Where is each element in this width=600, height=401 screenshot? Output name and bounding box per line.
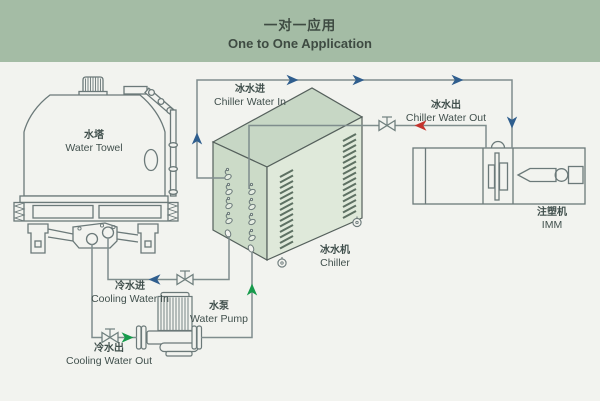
chiller-side-face — [266, 116, 363, 261]
schematic-canvas — [13, 74, 586, 357]
cooling-water-in-valve-icon — [176, 270, 194, 286]
piping — [91, 79, 513, 339]
chiller-water-out-valve-icon — [378, 116, 396, 132]
chiller-wheel-icon — [277, 256, 287, 268]
imm-injection-unit — [516, 165, 584, 185]
tower-body — [23, 94, 166, 197]
chiller-drawing — [211, 87, 364, 268]
water-pump-drawing — [135, 291, 203, 357]
imm-clamp-unit — [487, 152, 509, 201]
tower-riser-pipe — [123, 85, 179, 197]
water-tower-drawing — [13, 76, 179, 254]
chiller-vent-louvers — [279, 133, 357, 250]
chiller-water-in-pipe — [196, 79, 513, 179]
imm-top-dome — [490, 140, 506, 149]
tower-basin — [13, 195, 179, 222]
tower-fan-icon — [78, 76, 108, 97]
chiller-water-out-pipe — [248, 124, 487, 189]
pump-to-chiller-pipe — [201, 252, 253, 339]
tower-legs — [27, 223, 159, 254]
cooling-water-out-valve-icon — [101, 328, 119, 344]
tower-sump — [47, 222, 139, 249]
pump-casing — [146, 330, 194, 345]
pump-base — [165, 350, 193, 357]
title-chinese: 一对一应用 — [263, 18, 337, 33]
title-english: One to One Application — [228, 36, 372, 51]
tower-access-port — [143, 148, 159, 172]
cooling-water-out-pipe — [91, 244, 137, 339]
cooling-water-in-pipe — [107, 236, 230, 281]
diagram-header: 一对一应用 One to One Application — [0, 0, 600, 62]
imm-drawing — [412, 140, 586, 205]
pump-motor — [157, 295, 193, 332]
